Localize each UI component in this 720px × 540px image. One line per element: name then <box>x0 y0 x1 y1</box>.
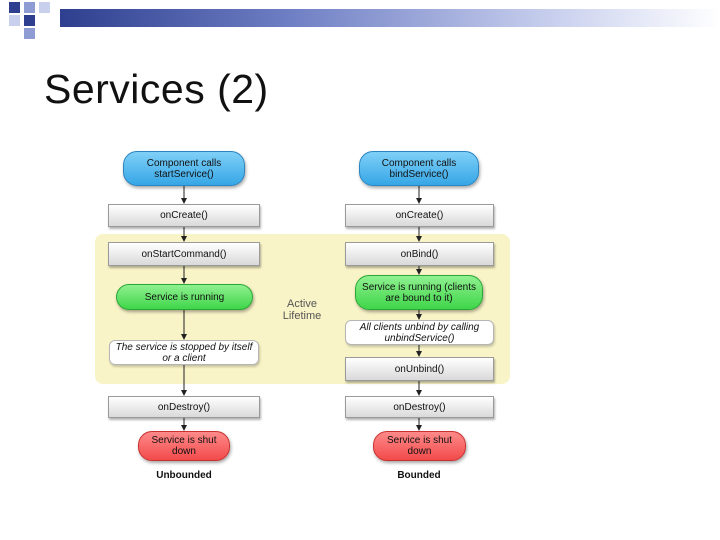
bounded-onbind-node: onBind() <box>345 242 494 266</box>
deco-square <box>9 2 20 13</box>
slide-title: Services (2) <box>44 66 269 112</box>
unbounded-caption: Unbounded <box>156 470 212 481</box>
unbounded-running-node: Service is running <box>116 284 253 310</box>
unbounded-oncreate-node: onCreate() <box>108 204 260 227</box>
bounded-unbind-note: All clients unbind by calling unbindServ… <box>345 320 494 345</box>
bounded-shutdown-node: Service is shut down <box>373 431 466 461</box>
deco-square <box>24 28 35 39</box>
deco-square <box>24 2 35 13</box>
bounded-start-node: Component calls bindService() <box>359 151 479 186</box>
deco-gradient-bar <box>60 9 720 27</box>
unbounded-shutdown-node: Service is shut down <box>138 431 230 461</box>
unbounded-stopped-note: The service is stopped by itself or a cl… <box>109 340 259 365</box>
bounded-oncreate-node: onCreate() <box>345 204 494 227</box>
bounded-caption: Bounded <box>397 470 441 481</box>
bounded-onunbind-node: onUnbind() <box>345 357 494 381</box>
unbounded-start-node: Component calls startService() <box>123 151 245 186</box>
deco-square <box>9 15 20 26</box>
bounded-ondestroy-node: onDestroy() <box>345 396 494 418</box>
active-lifetime-label: Active Lifetime <box>282 298 322 322</box>
deco-square <box>39 2 50 13</box>
unbounded-ondestroy-node: onDestroy() <box>108 396 260 418</box>
decorative-header-pattern <box>0 0 720 40</box>
unbounded-onstartcommand-node: onStartCommand() <box>108 242 260 266</box>
deco-square <box>24 15 35 26</box>
bounded-running-node: Service is running (clients are bound to… <box>355 275 483 310</box>
